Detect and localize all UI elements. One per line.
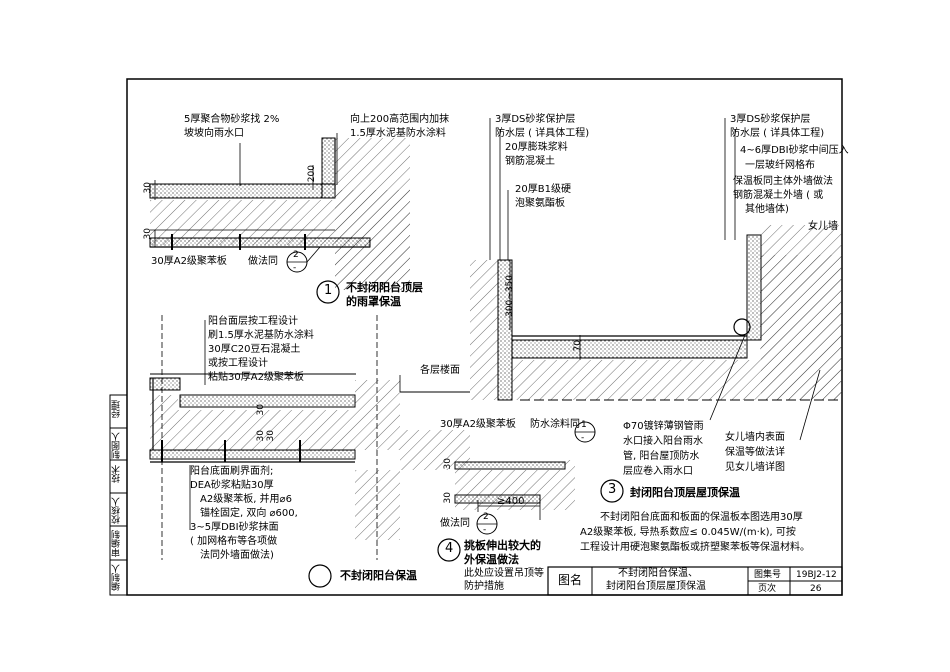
balcony-note-bottom-2: DEA砂浆粘贴30厚 [190, 480, 274, 491]
detail1-method-label: 做法同 [248, 256, 278, 267]
detail4-note-1: 此处应设置吊顶等 [464, 568, 544, 579]
title-block-label: 图名 [558, 573, 583, 587]
title-block [547, 566, 843, 596]
detail3-dim-70: 70 [573, 340, 583, 352]
balcony-floor-label: 各层楼面 [420, 365, 460, 376]
detail4-dim-400: ≥400 [497, 496, 525, 507]
detail1-note-right-2: 1.5厚水泥基防水涂料 [350, 128, 446, 139]
balcony-note-bottom-3: A2级聚苯板, 并用⌀6 [200, 494, 292, 505]
detail1-title-line1: 不封闭阳台顶层 [346, 281, 423, 294]
detail3-board-note-1: 20厚B1级硬 [515, 184, 571, 195]
balcony-note-top-2: 刷1.5厚水泥基防水涂料 [208, 330, 314, 341]
side-label-2: 审编制 [112, 530, 122, 557]
detail3-drain-note-3: 管, 阳台屋顶防水 [623, 451, 700, 462]
detail3-left-note-2: 防水层 ( 详具体工程) [495, 128, 590, 139]
side-label-5: 制图人 [112, 432, 122, 459]
detail1-dim-200: 200 [307, 165, 317, 183]
detail4-method-label: 做法同 [440, 518, 470, 529]
detail3-right-note-5: 保温板同主体外墙做法 [733, 176, 833, 187]
side-label-6: 经理 [112, 400, 122, 418]
detail4-number: 4 [445, 541, 454, 556]
general-note-line3: 工程设计用硬泡聚氨酯板或挤塑聚苯板等保温材料。 [580, 542, 810, 553]
detail1-note-left-1: 5厚聚合物砂浆找 2% [184, 114, 280, 125]
detail3-drain-note-2: 水口接入阳台雨水 [623, 436, 703, 447]
balcony-note-bottom-5: 3~5厚DBI砂浆抹面 [190, 522, 279, 533]
detail4-waterproof-label: 防水涂料同 [530, 419, 580, 430]
detail4-dim-30b: 30 [443, 492, 453, 504]
detail-3-drawing [470, 118, 842, 503]
detail1-ref-num: 2 [293, 250, 299, 260]
balcony-dim-30c: 30 [266, 430, 276, 442]
detail3-drain-note-1: Φ70镀锌薄钢管雨 [623, 421, 704, 432]
detail1-ref-den: - [293, 263, 297, 273]
detail1-board-label: 30厚A2级聚苯板 [151, 256, 227, 267]
detail4-dim-30a: 30 [443, 458, 453, 470]
balcony-dim-30a: 30 [256, 404, 266, 416]
title-block-page-value: 26 [810, 584, 822, 594]
balcony-title: 不封闭阳台保温 [340, 569, 417, 582]
detail4-ref-num-b: 2 [483, 512, 489, 522]
detail3-parapet-note-1: 女儿墙内表面 [725, 432, 785, 443]
balcony-detail-drawing [149, 315, 470, 588]
detail3-board-note-2: 泡聚氨酯板 [515, 198, 565, 209]
detail3-left-note-4: 钢筋混凝土 [505, 156, 555, 167]
detail3-dim-300: 300~350 [505, 275, 515, 317]
title-block-name-line2: 封闭阳台顶层屋顶保温 [606, 581, 706, 592]
detail3-left-note-3: 20厚膨珠浆料 [505, 142, 568, 153]
detail4-note-2: 防护措施 [464, 581, 504, 592]
balcony-note-bottom-7: 法同外墙面做法) [200, 550, 274, 561]
detail4-ref-num-a: 1 [581, 420, 587, 430]
title-block-atlas-value: 19BJ2-12 [796, 570, 837, 580]
detail3-right-note-4: 一层玻纤网格布 [745, 160, 815, 171]
balcony-note-top-3: 30厚C20豆石混凝土 [208, 344, 301, 355]
detail-1-drawing [149, 133, 410, 304]
general-note-line2: A2级聚苯板, 导热系数应≤ 0.045W/(m·k), 可按 [580, 527, 796, 538]
detail4-board-label: 30厚A2级聚苯板 [440, 419, 516, 430]
side-label-4: 技术 [112, 465, 122, 483]
detail4-ref-den-a: - [581, 433, 585, 443]
detail3-title: 封闭阳台顶层屋顶保温 [630, 486, 740, 499]
detail3-number: 3 [608, 482, 617, 497]
side-label-3: 校核人 [112, 497, 122, 524]
detail1-note-right-1: 向上200高范围内加抹 [350, 114, 450, 125]
title-block-page-label: 页次 [758, 584, 777, 594]
detail3-parapet-label: 女儿墙 [808, 221, 838, 232]
detail3-parapet-note-3: 见女儿墙详图 [725, 462, 785, 473]
side-strip [109, 394, 128, 596]
detail3-right-note-1: 3厚DS砂浆保护层 [730, 114, 811, 125]
title-block-name-line1: 不封闭阳台保温、 [618, 568, 698, 579]
detail1-note-left-2: 坡坡向雨水口 [184, 128, 244, 139]
detail3-right-note-6: 钢筋混凝土外墙 ( 或 [733, 190, 824, 201]
detail4-title-line1: 挑板伸出较大的 [464, 539, 541, 552]
detail3-parapet-note-2: 保温等做法详 [725, 447, 785, 458]
balcony-note-top-5: 粘贴30厚A2级聚苯板 [208, 372, 304, 383]
balcony-note-bottom-4: 锚栓固定, 双向 ⌀600, [200, 508, 298, 519]
detail1-title-line2: 的雨罩保温 [346, 295, 401, 308]
detail1-number: 1 [324, 283, 333, 298]
title-block-atlas-label: 图集号 [754, 570, 782, 580]
detail3-drain-note-4: 层应卷入雨水口 [623, 466, 693, 477]
detail4-title-line2: 外保温做法 [464, 553, 519, 566]
general-note-line1: 不封闭阳台底面和板面的保温板本图选用30厚 [600, 512, 803, 523]
balcony-note-bottom-6: ( 加网格布等各项做 [190, 536, 278, 547]
balcony-note-top-1: 阳台面层按工程设计 [208, 316, 298, 327]
detail4-ref-den-b: - [483, 525, 487, 535]
detail-4-drawing [437, 421, 596, 562]
balcony-note-top-4: 或按工程设计 [208, 358, 268, 369]
detail3-right-note-7: 其他墙体) [745, 204, 789, 215]
detail3-left-note-1: 3厚DS砂浆保护层 [495, 114, 576, 125]
detail3-right-note-2: 防水层 ( 详具体工程) [730, 128, 825, 139]
side-label-1: 编制人 [112, 564, 122, 591]
detail1-dim-30b: 30 [143, 228, 153, 240]
detail1-dim-30a: 30 [143, 182, 153, 194]
balcony-note-bottom-1: 阳台底面刷界面剂; [190, 466, 274, 477]
detail3-right-note-3: 4~6厚DBI砂浆中间压入 [740, 145, 849, 156]
